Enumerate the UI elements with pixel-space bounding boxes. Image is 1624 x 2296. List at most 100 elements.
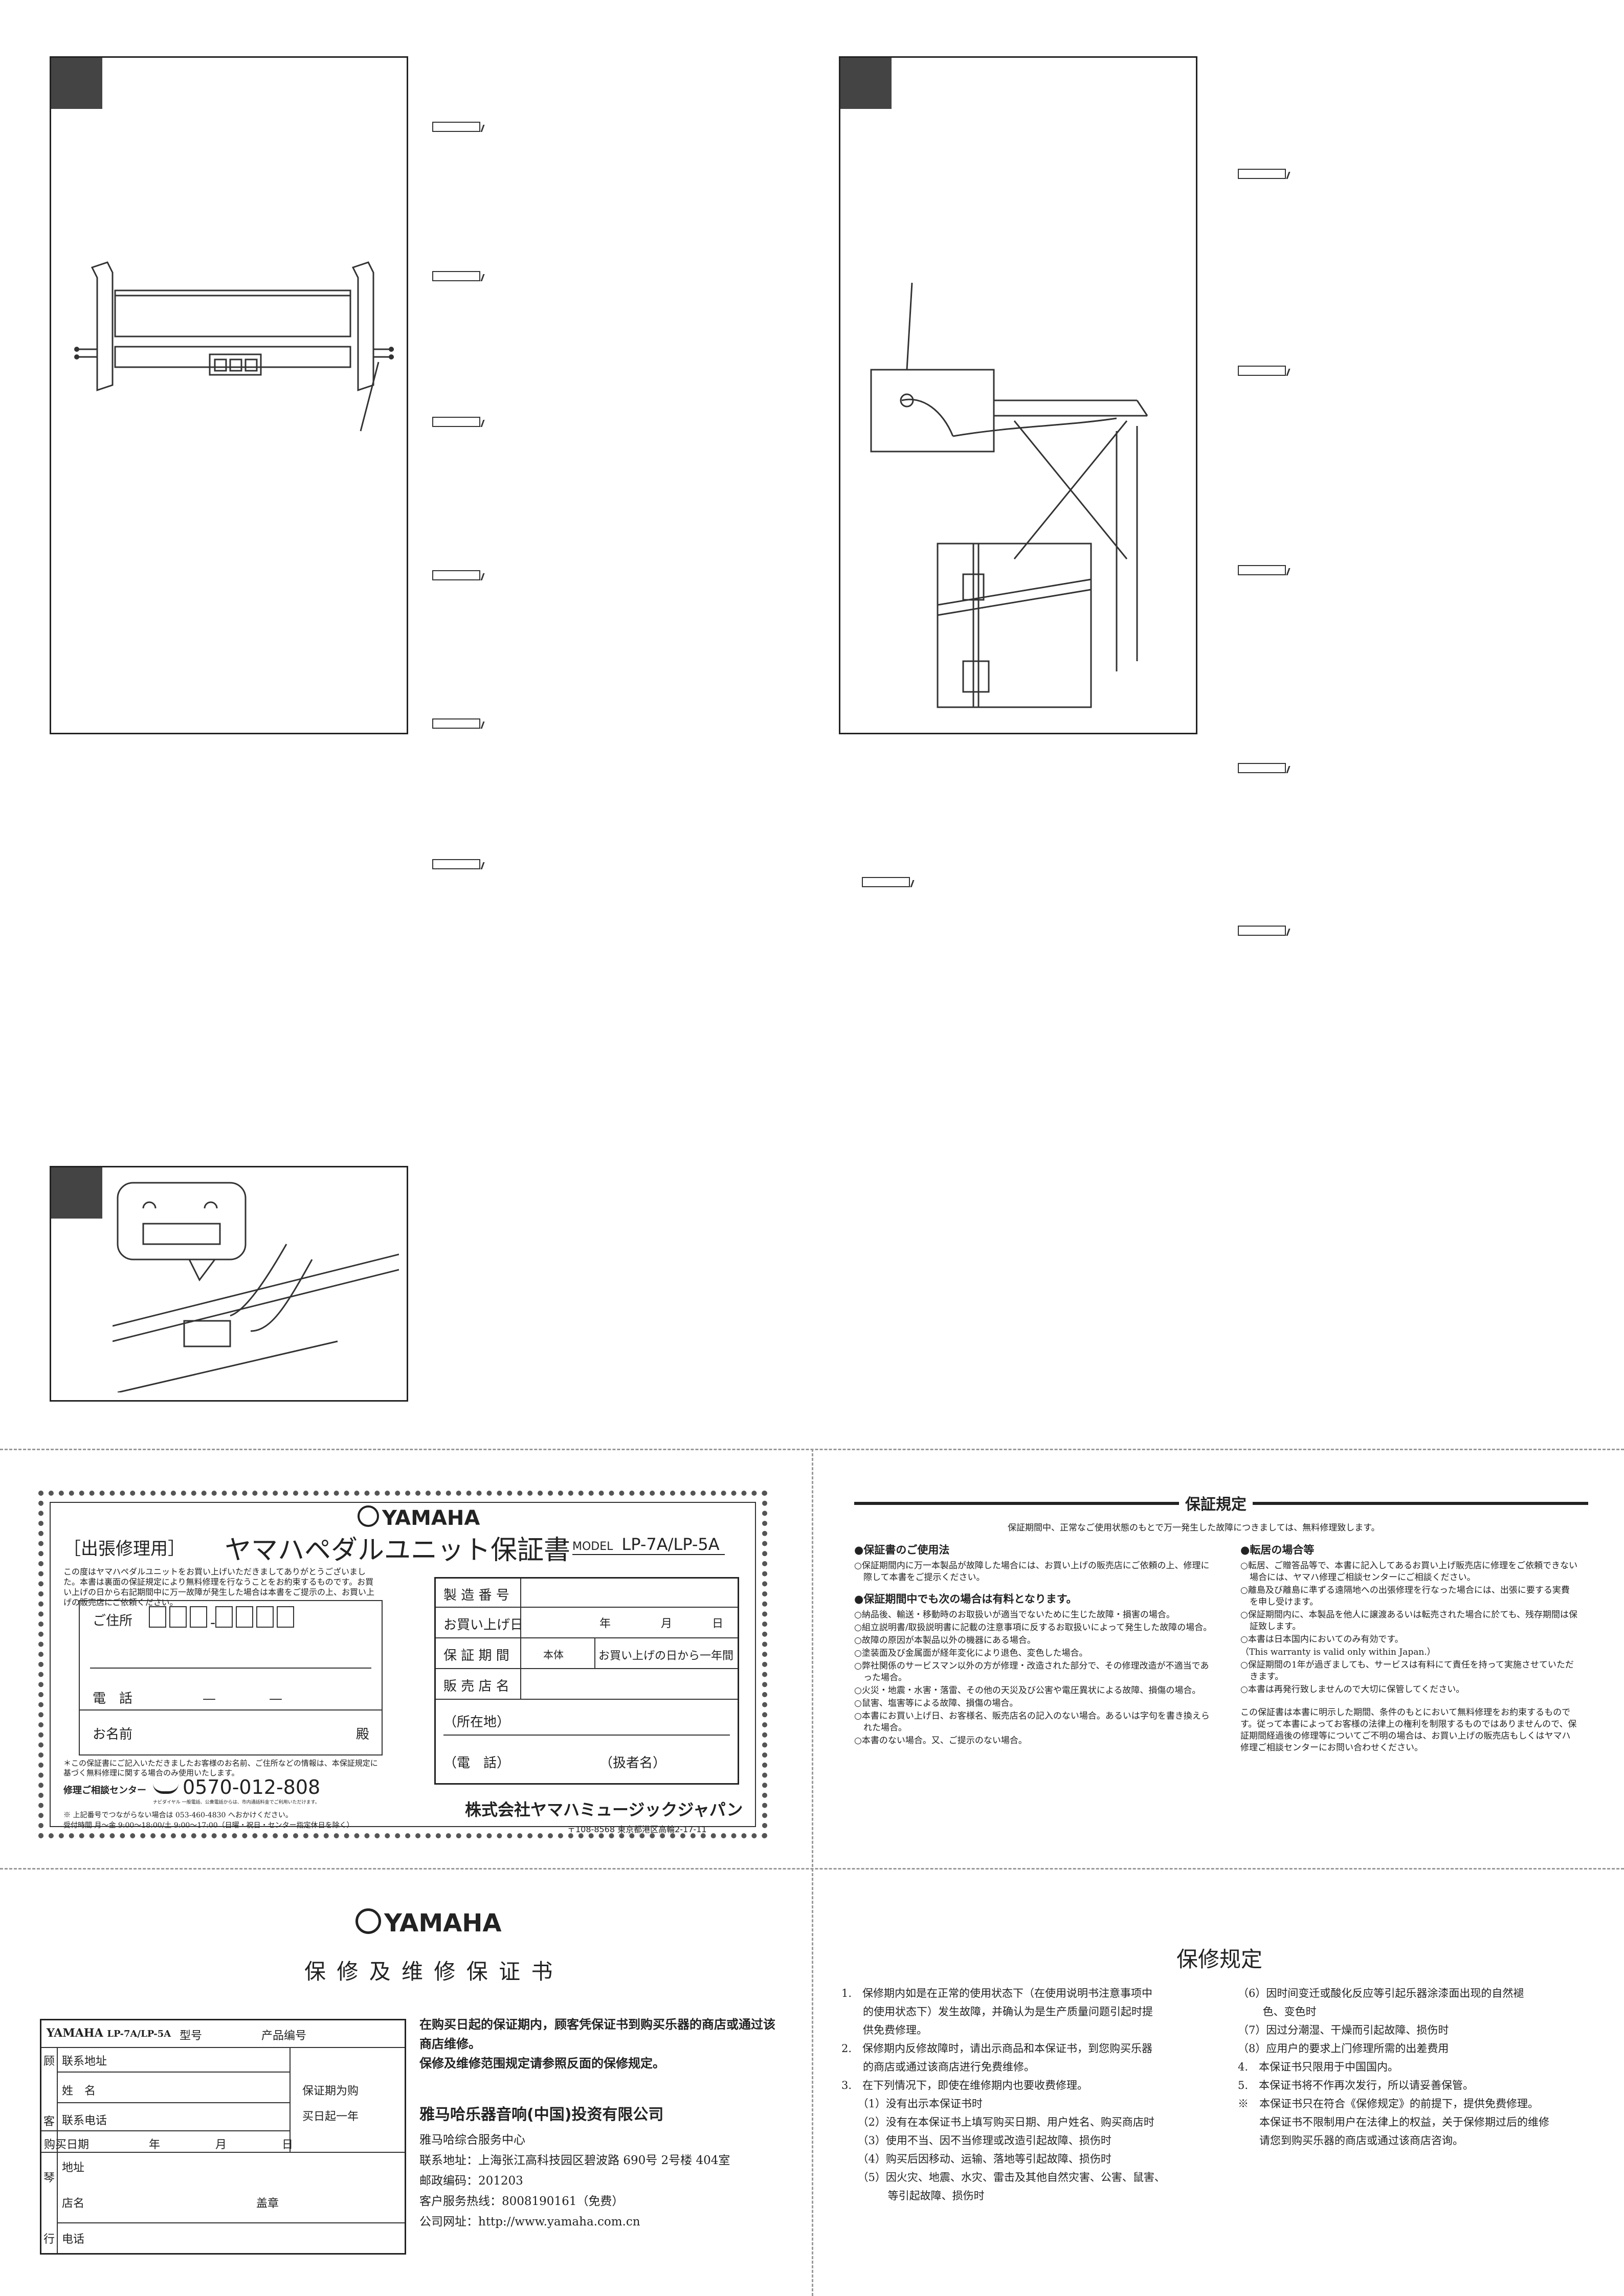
repair-label: ［出張修理用］ — [63, 1539, 185, 1559]
cn-contact: 雅马哈综合服务中心 联系地址：上海张江高科技园区碧波路 690号 2号楼 404… — [419, 2133, 730, 2229]
purchase-date-label: お買い上げ日 — [443, 1617, 524, 1633]
note-tag — [1238, 926, 1286, 936]
rule-item: （2）没有在本保证书上填写购买日期、用户姓名、购买商店时 — [841, 2116, 1154, 2128]
note-tag — [862, 877, 910, 887]
staff-label: （扱者名） — [599, 1755, 666, 1771]
step-number-box — [51, 1167, 102, 1219]
yamaha-logo: YAMAHA — [358, 1505, 480, 1530]
period-value: お買い上げの日から一年間 — [598, 1650, 734, 1662]
rule-item: 3. 在下列情况下，即使在维修期内也要收费修理。 — [841, 2079, 1088, 2091]
cable-connection-illustration — [870, 282, 1148, 708]
note-tag — [432, 122, 480, 132]
jp-card-border: YAMAHA ［出張修理用］ ヤマハペダルユニット保証書 MODEL LP-7A… — [50, 1502, 756, 1834]
rule-item: ○本書にお買い上げ日、お客様名、販売店名の記入のない場合。あるいは字句を書き換え… — [854, 1711, 1210, 1733]
note-tag — [432, 271, 480, 281]
year-label: 年 — [599, 1617, 611, 1630]
card-title: ヤマハペダルユニット保証書 — [225, 1535, 571, 1566]
center-label: 修理ご相談センター — [63, 1785, 146, 1796]
body-label: 本体 — [543, 1649, 564, 1661]
rule-item: ○塗装面及び金属面が経年変化により退色、変色した場合。 — [854, 1648, 1088, 1658]
note-tag — [1238, 366, 1286, 376]
rule-item: 5. 本保证书将不作再次发行，所以请妥善保管。 — [1238, 2079, 1474, 2091]
center-phone: 0570-012-808 — [153, 1776, 320, 1798]
cn-rules-title: 保修规定 — [1176, 1947, 1263, 1972]
intro-text: この度はヤマハペダルユニットをお買い上げいただきましてありがとうございました。本… — [63, 1567, 375, 1607]
rule-item: （7）因过分潮湿、干燥而引起故障、损伤时 — [1238, 2024, 1449, 2036]
phone-dashes: — — — [203, 1691, 283, 1706]
name-label: お名前 — [93, 1727, 133, 1742]
rule-item: （4）购买后因移动、运输、落地等引起故障、损伤时 — [841, 2153, 1111, 2165]
jp-rules-right: ●転居の場合等 ○転居、ご贈答品等で、本書に記入してあるお買い上げ販売店に修理を… — [1240, 1544, 1578, 1753]
address-line — [90, 1668, 371, 1669]
cn-warranty-table: YAMAHA LP-7A/LP-5A 型号 产品编号 顾 客 琴 行 联系地址 … — [40, 2019, 406, 2255]
rule-item: 2. 保修期内反修故障时，请出示商品和本保证书，到您购买乐器 — [841, 2042, 1153, 2055]
note-tag — [432, 718, 480, 729]
rule-item: 1. 保修期内如是在正常的使用状态下（在使用说明书注意事项中 — [841, 1987, 1153, 1999]
address-label: ご住所 — [93, 1613, 133, 1629]
rule-item: ○組立説明書/取扱説明書に記載の注意事項に反するお取扱いによって発生した故障の場… — [854, 1623, 1212, 1633]
rule-item: ○本書のない場合。又、ご提示のない場合。 — [854, 1736, 1027, 1746]
rule-item: 4. 本保证书只限用于中国国内。 — [1238, 2061, 1399, 2073]
rule-item: ○納品後、輸送・移動時のお取扱いが適当でないために生じた故障・損害の場合。 — [854, 1610, 1175, 1620]
jp-rules-lead: 保証期間中、正常なご使用状態のもとで万一発生した故障につきましては、無料修理致し… — [1008, 1523, 1380, 1533]
rule-item: 请您到购买乐器的商店或通过该商店咨询。 — [1238, 2134, 1463, 2147]
rule-item: 等引起故障、损伤时 — [841, 2190, 985, 2202]
cn-yamaha-logo: YAMAHA — [355, 1908, 502, 1938]
pedal-unit-illustration — [74, 261, 394, 432]
yamaha-tuning-fork-icon — [355, 1908, 381, 1934]
serial-label: 製 造 番 号 — [443, 1588, 509, 1603]
privacy-note: ＊この保証書にご記入いただきましたお客様のお名前、ご住所などの情報は、本保証規定… — [63, 1759, 378, 1777]
step-panel-1 — [50, 56, 408, 734]
rule-item: ○保証期間の1年が過ぎましても、サービスは有料にて責任を持って実施させていただき… — [1240, 1660, 1574, 1682]
reception-hours: 受付時間 月～金 9:00～18:00/土 9:00～17:00（日曜・祝日・セ… — [63, 1821, 354, 1830]
rule-item: （This warranty is valid only within Japa… — [1240, 1647, 1436, 1657]
rule-item: 本保证书不限制用户在法律上的权益，关于保修期过后的维修 — [1238, 2116, 1549, 2128]
cn-rules-right: （6）因时间变迁或酸化反应等引起乐器涂漆面出现的自然褪 色、变色时 （7）因过分潮… — [1238, 1984, 1596, 2150]
model-block: MODEL LP-7A/LP-5A — [572, 1535, 725, 1555]
shop-tel-label: （電 話） — [443, 1755, 510, 1771]
rule-item: 色、变色时 — [1238, 2006, 1317, 2018]
day-label: 日 — [712, 1617, 724, 1630]
rule-item: ○保証期間内に、本製品を他人に譲渡あるいは転売された場合に於ても、残存期間は保証… — [1240, 1610, 1577, 1632]
note-tag — [432, 417, 480, 427]
note-tag — [1238, 169, 1286, 179]
rule-item: （3）使用不当、因不当修理或改造引起故障、损伤时 — [841, 2134, 1111, 2147]
jp-rules-title: 保証規定 — [1179, 1492, 1253, 1514]
pedal-adjust-illustration — [113, 1182, 399, 1392]
cn-notice: 在购买日起的保证期内，顾客凭保证书到购买乐器的商店或通过该商店维修。 保修及维修… — [419, 2017, 775, 2070]
yamaha-tuning-fork-icon — [358, 1505, 379, 1527]
cn-company: 雅马哈乐器音响(中国)投资有限公司 — [419, 2106, 664, 2124]
month-label: 月 — [661, 1617, 673, 1630]
rule-item: （5）因火灾、地震、水灾、雷击及其他自然灾害、公害、鼠害、 — [841, 2171, 1165, 2184]
company-name: 株式会社ヤマハミュージックジャパン — [465, 1800, 743, 1819]
rule-item: ○故障の原因が本製品以外の機器にある場合。 — [854, 1635, 1036, 1646]
jp-rules-left: ●保証書のご使用法 ○保証期間内に万一本製品が故障した場合には、お買い上げの販売… — [854, 1544, 1212, 1746]
alt-phone: ※ 上記番号でつながらない場合は 053-460-4830 へおかけください。 — [63, 1811, 293, 1819]
phone-line — [80, 1709, 382, 1710]
rule-item: ※ 本保证书只在符合《保修规定》的前提下，提供免费修理。 — [1238, 2098, 1539, 2110]
rule-item: ○本書は再発行致しませんので大切に保管してください。 — [1240, 1684, 1465, 1695]
postcode-boxes: - — [149, 1606, 295, 1632]
rule-item: ○保証期間内に万一本製品が故障した場合には、お買い上げの販売店にご依頼の上、修理… — [854, 1561, 1210, 1583]
rule-item: ○離島及び離島に準ずる遠隔地への出張修理を行なった場合には、出張に要する実費を申… — [1240, 1585, 1570, 1607]
jp-warranty-card: YAMAHA ［出張修理用］ ヤマハペダルユニット保証書 MODEL LP-7A… — [38, 1491, 767, 1838]
note-tag — [1238, 763, 1286, 773]
note-tag — [1238, 565, 1286, 575]
step-panel-3 — [50, 1166, 408, 1402]
note-tag — [432, 859, 480, 869]
rule-item: ○火災・地震・水害・落雷、その他の天災及び公害や電圧異状による故障、損傷の場合。 — [854, 1685, 1201, 1696]
period-label: 保 証 期 間 — [443, 1648, 509, 1663]
rule-item: （8）应用户的要求上门修理所需的出差费用 — [1238, 2042, 1449, 2055]
rule-item: 的使用状态下）发生故障，并确认为是生产质量问题引起时提 — [841, 2006, 1153, 2018]
location-label: （所在地） — [443, 1715, 510, 1730]
rule-item: ○鼠害、塩害等による故障、損傷の場合。 — [854, 1698, 1018, 1708]
rule-item: 供免费修理。 — [841, 2024, 927, 2036]
warranty-table: 製 造 番 号 お買い上げ日 年 月 日 保 証 期 間 本体 お買い上げの日か… — [434, 1577, 739, 1785]
cn-rules-left: 1. 保修期内如是在正常的使用状态下（在使用说明书注意事项中 的使用状态下）发生… — [841, 1984, 1230, 2205]
cut-line-vertical — [812, 1449, 813, 2296]
customer-box: ご住所 - 電 話 — — お名前 殿 — [79, 1600, 383, 1755]
shop-name-label: 販 売 店 名 — [443, 1679, 509, 1694]
phone-label: 電 話 — [93, 1691, 133, 1706]
navi-dial-icon — [153, 1780, 179, 1794]
rule-item: （6）因时间变迁或酸化反应等引起乐器涂漆面出现的自然褪 — [1238, 1987, 1524, 1999]
